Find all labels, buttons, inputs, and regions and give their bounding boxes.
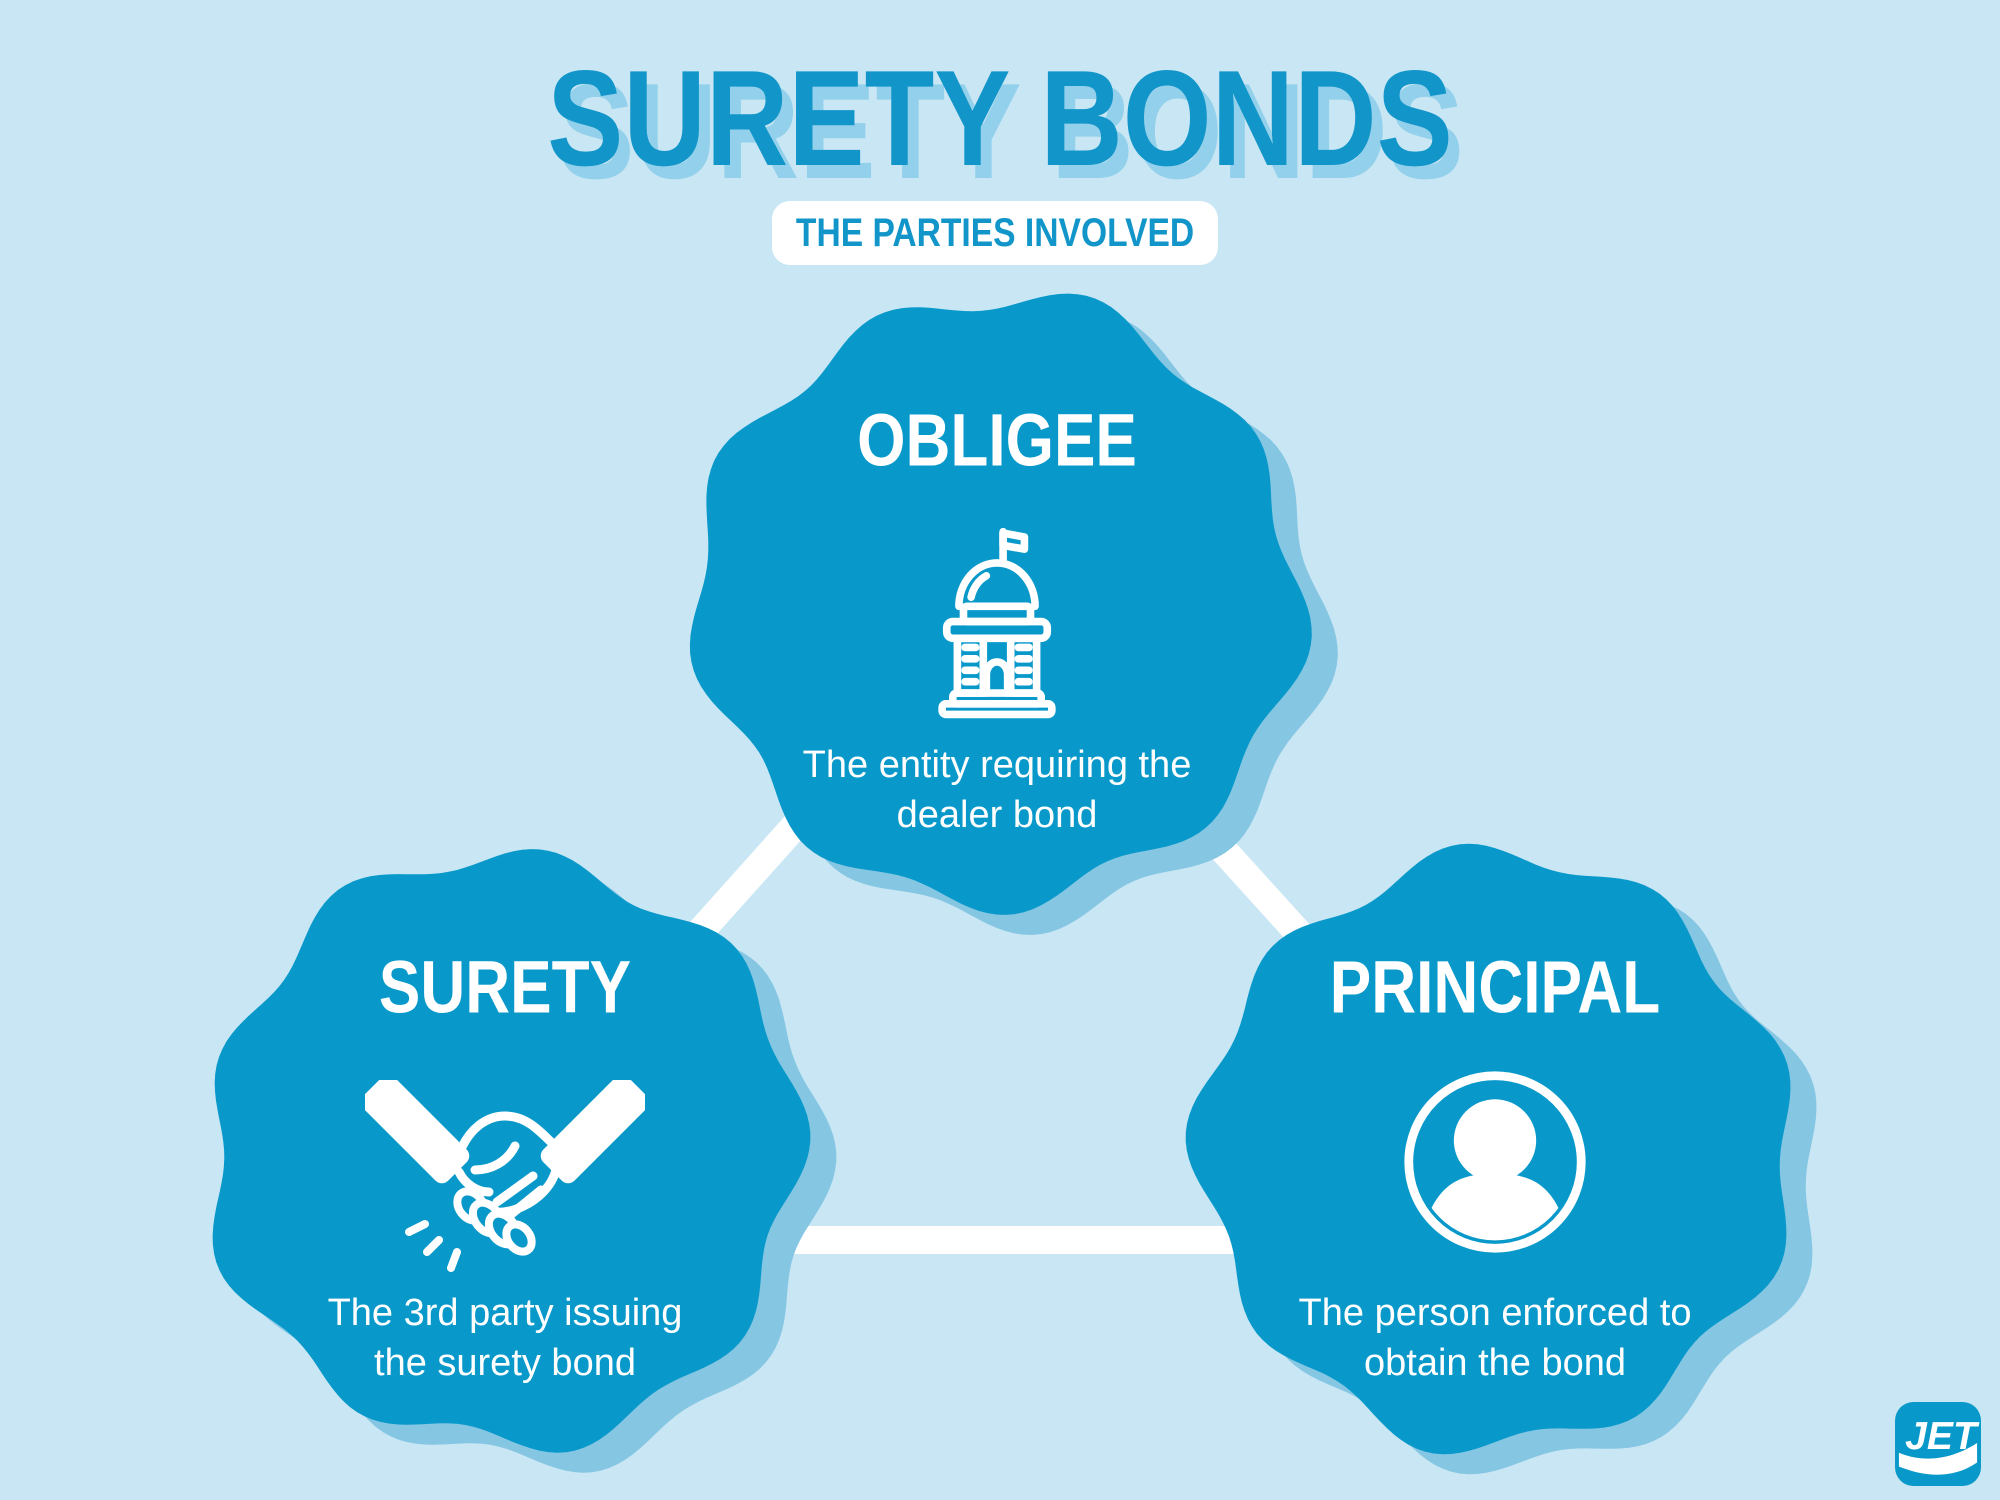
principal-description: The person enforced to obtain the bond [1299, 1288, 1692, 1388]
surety-description: The 3rd party issuing the surety bond [328, 1288, 683, 1388]
page-title: SURETY BONDS [547, 42, 1453, 194]
obligee-label: OBLIGEE [857, 398, 1137, 482]
obligee-description-line1: The entity requiring the [802, 744, 1192, 786]
jet-logo: JET [1895, 1402, 1981, 1486]
principal-description-line2: obtain the bond [1363, 1342, 1627, 1384]
handshake-icon [360, 1074, 650, 1280]
surety-label: SURETY [378, 945, 632, 1029]
principal-label: PRINCIPAL [1329, 945, 1661, 1029]
surety-description-line1: The 3rd party issuing [327, 1292, 683, 1334]
principal-description-line1: The person enforced to [1298, 1292, 1692, 1334]
surety-description-line2: the surety bond [374, 1342, 636, 1384]
person-icon [1397, 1064, 1593, 1260]
obligee-description: The entity requiring the dealer bond [803, 740, 1192, 840]
subtitle-pill: THE PARTIES INVOLVED [772, 201, 1218, 265]
subtitle-text: THE PARTIES INVOLVED [795, 210, 1195, 255]
government-building-icon [913, 521, 1081, 719]
obligee-description-line2: dealer bond [896, 794, 1098, 836]
